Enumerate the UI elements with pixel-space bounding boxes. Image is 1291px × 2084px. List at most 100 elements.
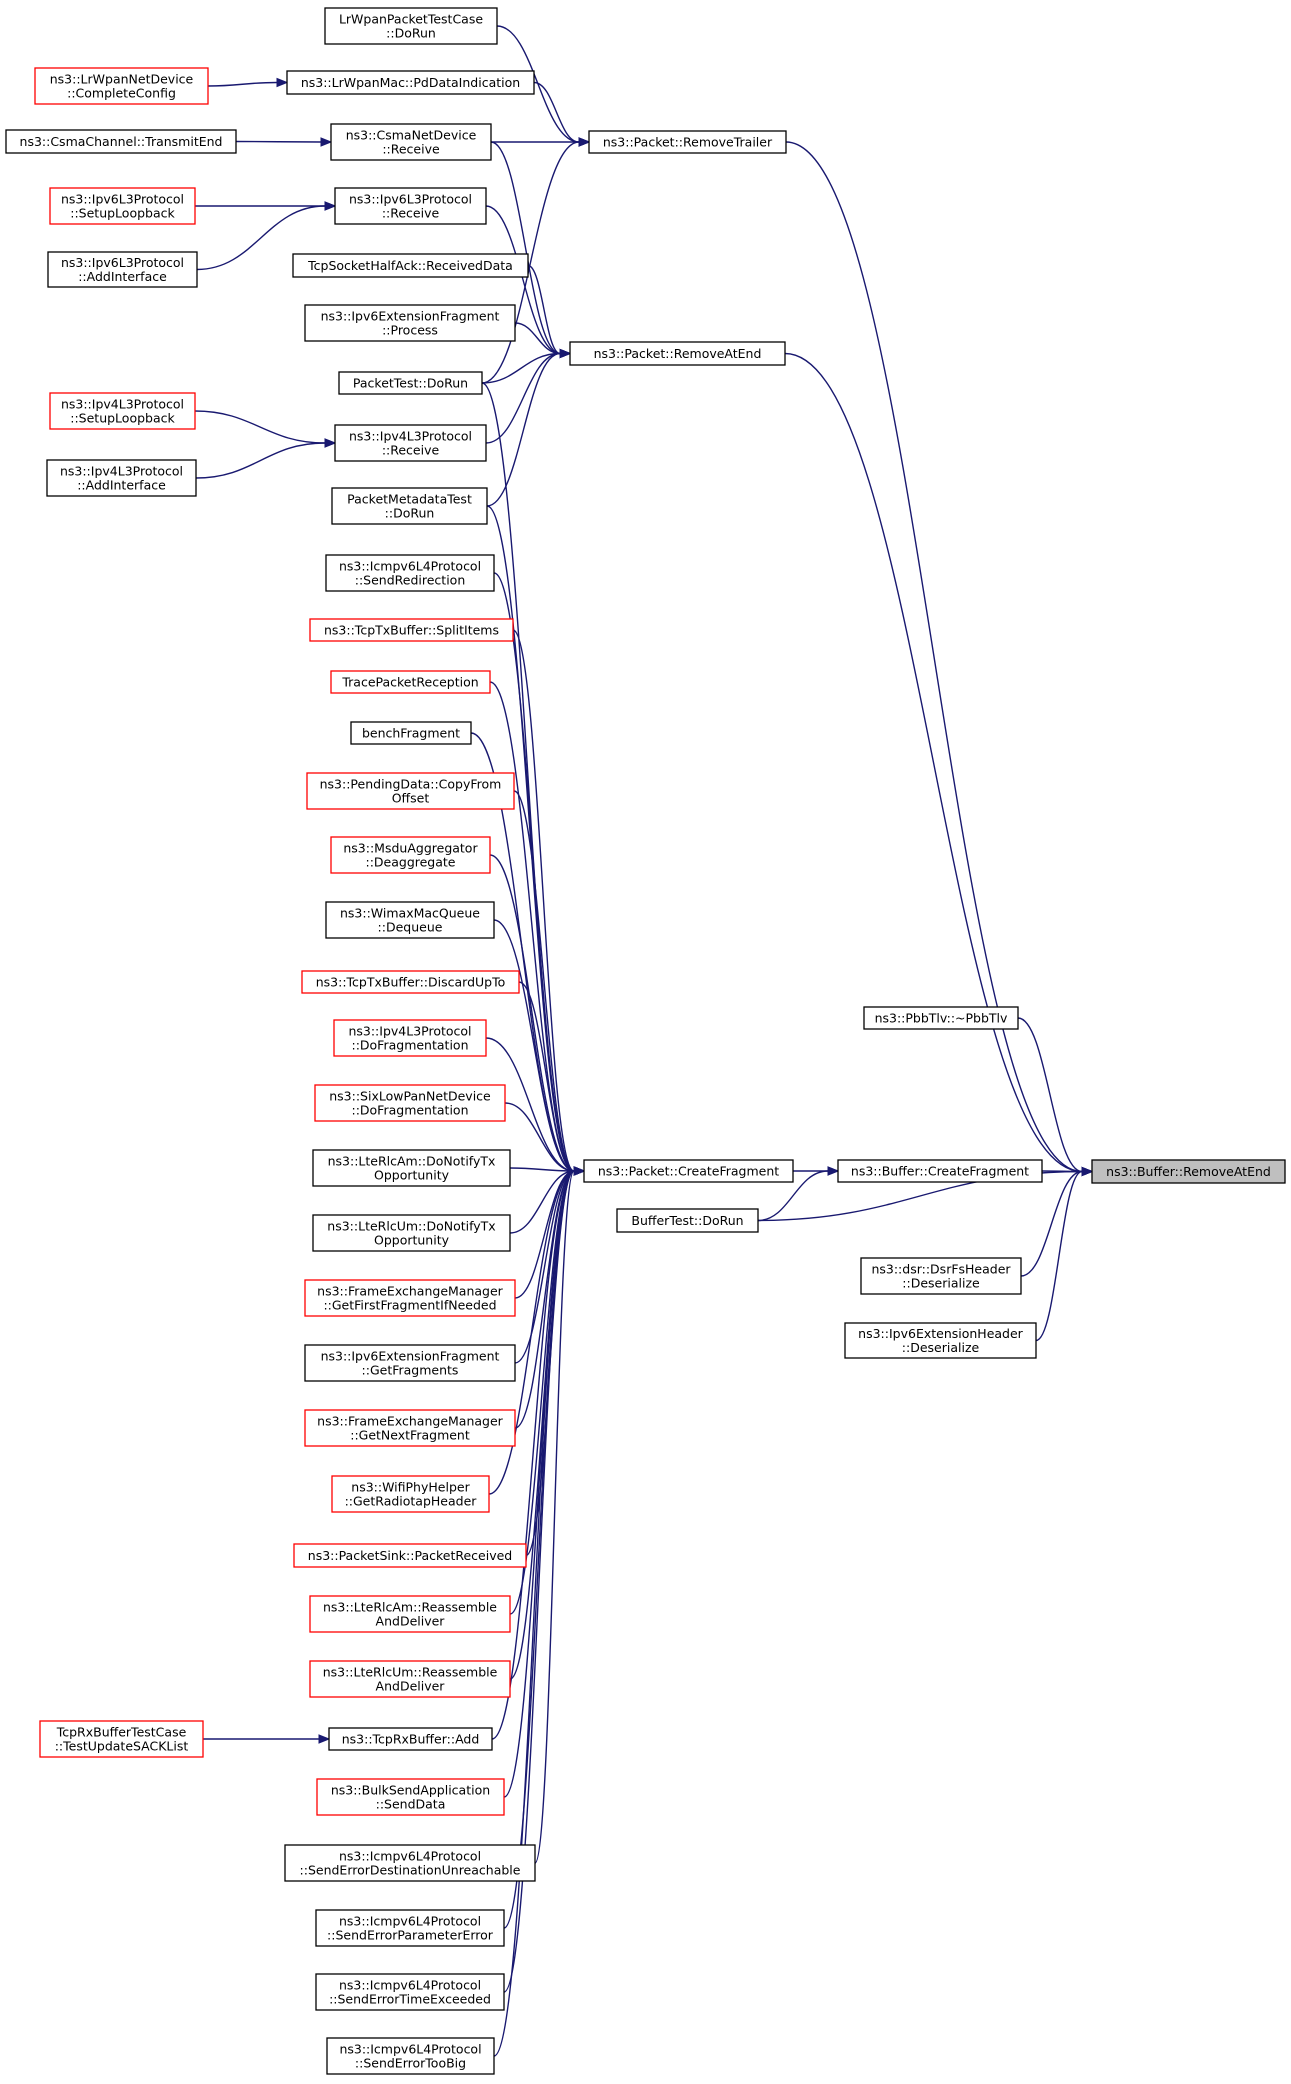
node-packet-remove-trailer[interactable]: ns3::Packet::RemoveTrailer: [588, 130, 787, 154]
node-box: [314, 1084, 506, 1122]
node-buffer-create-fragment[interactable]: ns3::Buffer::CreateFragment: [837, 1159, 1043, 1183]
node-ipv4l3-do-frag[interactable]: ns3::Ipv4L3Protocol::DoFragmentation: [333, 1019, 487, 1057]
node-dsr-fs-header[interactable]: ns3::dsr::DsrFsHeader::Deserialize: [860, 1257, 1022, 1295]
node-packet-sink-rx[interactable]: ns3::PacketSink::PacketReceived: [293, 1543, 527, 1568]
node-label: ns3::Icmpv6L4Protocol: [339, 1849, 481, 1864]
node-box: [583, 1159, 794, 1183]
node-packet-remove-at-end[interactable]: ns3::Packet::RemoveAtEnd: [569, 341, 786, 366]
node-ipv6-ext-frag-process[interactable]: ns3::Ipv6ExtensionFragment::Process: [304, 304, 516, 342]
node-ipv6l3-add-interface[interactable]: ns3::Ipv6L3Protocol::AddInterface: [47, 251, 198, 288]
node-icmpv6-err-time[interactable]: ns3::Icmpv6L4Protocol::SendErrorTimeExce…: [315, 1973, 505, 2011]
node-csma-netdev-rx[interactable]: ns3::CsmaNetDevice::Receive: [330, 123, 492, 161]
node-label: ::DoRun: [386, 26, 436, 41]
node-tcptx-split-items[interactable]: ns3::TcpTxBuffer::SplitItems: [309, 618, 514, 642]
node-bench-fragment[interactable]: benchFragment: [350, 721, 472, 745]
node-ipv6-ext-frag-get[interactable]: ns3::Ipv6ExtensionFragment::GetFragments: [304, 1344, 516, 1382]
call-edge-lte-rlc-um-notify-to-packet-create-fragment: [509, 1170, 575, 1234]
node-ipv6l3-setup-loopback[interactable]: ns3::Ipv6L3Protocol::SetupLoopback: [49, 187, 196, 225]
node-label: ns3::TcpTxBuffer::DiscardUpTo: [316, 975, 506, 990]
node-csma-channel-tx[interactable]: ns3::CsmaChannel::TransmitEnd: [5, 129, 237, 154]
node-label: PacketTest::DoRun: [353, 376, 468, 391]
node-label: ns3::MsduAggregator: [343, 841, 478, 856]
node-sixlowpan-do-frag[interactable]: ns3::SixLowPanNetDevice::DoFragmentation: [314, 1084, 506, 1122]
node-box: [844, 1322, 1037, 1359]
node-wimax-dequeue[interactable]: ns3::WimaxMacQueue::Dequeue: [325, 901, 495, 939]
node-box: [331, 487, 488, 525]
node-label: ns3::Ipv6ExtensionFragment: [321, 1349, 500, 1364]
node-ipv4l3-add-interface[interactable]: ns3::Ipv4L3Protocol::AddInterface: [46, 459, 197, 497]
node-buffer-remove-at-end[interactable]: ns3::Buffer::RemoveAtEnd: [1091, 1159, 1286, 1184]
call-edge-packet-remove-trailer-to-buffer-remove-at-end: [785, 141, 1083, 1173]
node-box: [837, 1159, 1043, 1183]
arrowhead: [559, 348, 572, 359]
node-ipv6l3-receive[interactable]: ns3::Ipv6L3Protocol::Receive: [334, 187, 487, 225]
node-lrwpan-mac-pd[interactable]: ns3::LrWpanMac::PdDataIndication: [286, 70, 535, 95]
node-fem-first-frag[interactable]: ns3::FrameExchangeManager::GetFirstFragm…: [304, 1279, 516, 1317]
node-msdu-deaggregate[interactable]: ns3::MsduAggregator::Deaggregate: [330, 836, 491, 874]
node-tcptx-discard[interactable]: ns3::TcpTxBuffer::DiscardUpTo: [301, 970, 520, 994]
node-lrwpan-testcase[interactable]: LrWpanPacketTestCase::DoRun: [324, 7, 498, 45]
call-edge-ipv6l3-receive-to-packet-remove-at-end: [485, 205, 561, 355]
node-ipv4l3-receive[interactable]: ns3::Ipv4L3Protocol::Receive: [334, 424, 487, 462]
node-packet-test-dorun[interactable]: PacketTest::DoRun: [338, 371, 483, 395]
node-label: ::GetFirstFragmentIfNeeded: [323, 1298, 496, 1313]
node-label: ns3::Ipv4L3Protocol: [348, 1024, 471, 1039]
arrowhead: [276, 77, 289, 88]
arrowhead: [827, 1166, 840, 1176]
node-icmpv6-err-toobig[interactable]: ns3::Icmpv6L4Protocol::SendErrorTooBig: [326, 2037, 495, 2075]
call-edge-ipv6-ext-frag-process-to-packet-remove-at-end: [514, 322, 561, 355]
node-trace-packet-reception[interactable]: TracePacketReception: [330, 670, 491, 694]
node-buffer-test-dorun[interactable]: BufferTest::DoRun: [616, 1208, 759, 1233]
node-label: ::SetupLoopback: [70, 206, 175, 221]
call-edge-ipv4l3-add-interface-to-ipv4l3-receive: [195, 442, 326, 479]
node-ipv6-ext-header[interactable]: ns3::Ipv6ExtensionHeader::Deserialize: [844, 1322, 1037, 1359]
node-box: [334, 424, 487, 462]
node-label: ns3::Packet::RemoveTrailer: [603, 135, 773, 150]
node-tcp-half-ack[interactable]: TcpSocketHalfAck::ReceivedData: [292, 253, 529, 278]
node-label: Opportunity: [374, 1233, 450, 1248]
node-box: [328, 1727, 493, 1751]
call-edge-icmpv6-err-unreach-to-packet-create-fragment: [534, 1170, 575, 1864]
node-box: [326, 2037, 495, 2075]
node-label: ns3::LteRlcUm::Reassemble: [323, 1665, 498, 1680]
graph-edges: [194, 25, 1094, 2057]
node-label: ::SendRedirection: [355, 573, 466, 588]
node-box: [292, 253, 529, 278]
node-label: ns3::BulkSendApplication: [331, 1783, 490, 1798]
node-label: PacketMetadataTest: [347, 492, 472, 507]
node-tcprx-test-sack[interactable]: TcpRxBufferTestCase::TestUpdateSACKList: [39, 1720, 204, 1758]
node-fem-next-frag[interactable]: ns3::FrameExchangeManager::GetNextFragme…: [304, 1409, 516, 1447]
node-box: [5, 129, 237, 154]
node-box: [1091, 1159, 1286, 1184]
node-box: [333, 1019, 487, 1057]
node-box: [34, 67, 209, 105]
node-packet-create-fragment[interactable]: ns3::Packet::CreateFragment: [583, 1159, 794, 1183]
call-edge-msdu-deaggregate-to-packet-create-fragment: [489, 854, 575, 1172]
node-tcprx-add[interactable]: ns3::TcpRxBuffer::Add: [328, 1727, 493, 1751]
node-label: ::Process: [382, 323, 438, 338]
node-label: ::AddInterface: [78, 269, 167, 284]
node-wifi-phy-radiotap[interactable]: ns3::WifiPhyHelper::GetRadiotapHeader: [331, 1475, 490, 1513]
node-label: ns3::SixLowPanNetDevice: [329, 1089, 491, 1104]
node-icmpv6-err-param[interactable]: ns3::Icmpv6L4Protocol::SendErrorParamete…: [315, 1909, 505, 1947]
node-box: [309, 1660, 511, 1698]
node-bulk-send-data[interactable]: ns3::BulkSendApplication::SendData: [316, 1778, 505, 1816]
node-pbbtlv-dtor[interactable]: ns3::PbbTlv::~PbbTlv: [863, 1006, 1019, 1030]
node-ipv4l3-setup-loopback[interactable]: ns3::Ipv4L3Protocol::SetupLoopback: [49, 392, 196, 430]
node-icmpv6-err-unreach[interactable]: ns3::Icmpv6L4Protocol::SendErrorDestinat…: [284, 1844, 536, 1882]
node-lrwpan-netdev-cfg[interactable]: ns3::LrWpanNetDevice::CompleteConfig: [34, 67, 209, 105]
node-icmpv6-send-redirection[interactable]: ns3::Icmpv6L4Protocol::SendRedirection: [325, 554, 495, 592]
node-packet-metadata-test[interactable]: PacketMetadataTest::DoRun: [331, 487, 488, 525]
node-label: ::SetupLoopback: [70, 411, 175, 426]
node-label: AndDeliver: [376, 1679, 446, 1694]
node-label: ns3::Packet::CreateFragment: [598, 1164, 779, 1179]
node-label: LrWpanPacketTestCase: [339, 12, 483, 27]
call-edge-tcprx-add-to-packet-create-fragment: [491, 1170, 575, 1740]
node-box: [863, 1006, 1019, 1030]
node-box: [324, 7, 498, 45]
